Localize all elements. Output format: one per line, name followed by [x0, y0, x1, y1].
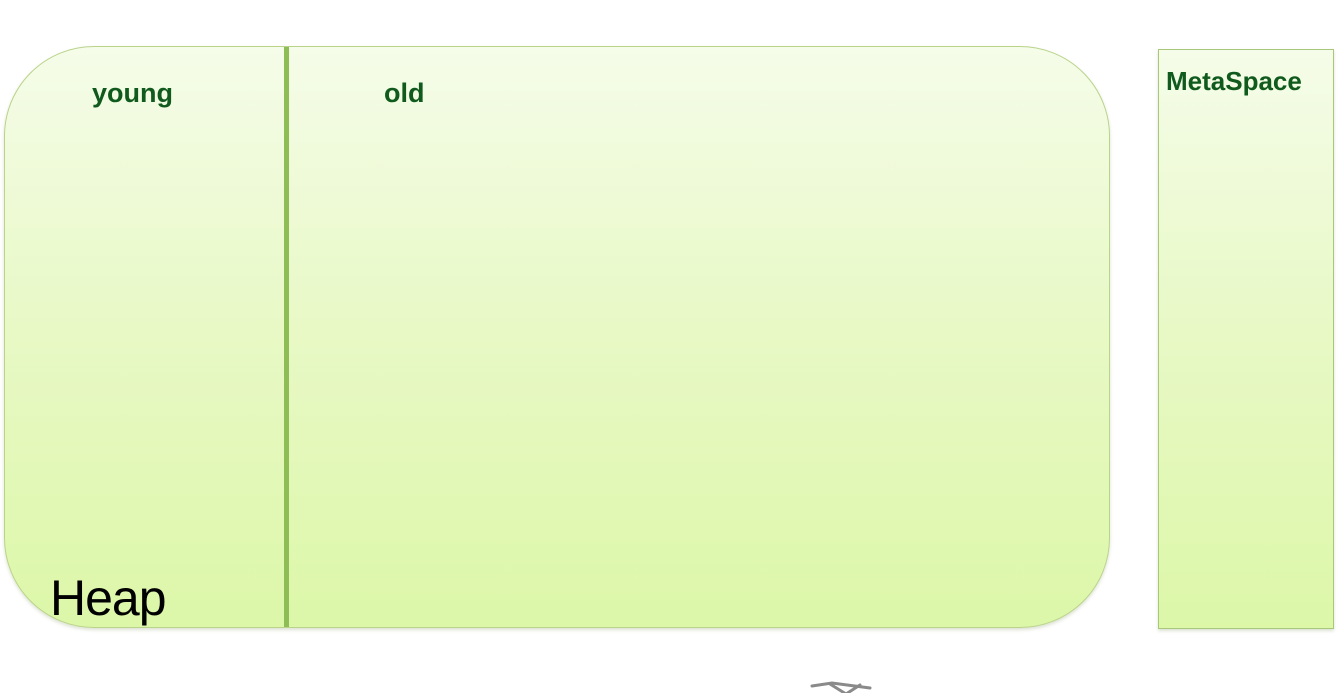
heap-title: Heap: [50, 570, 167, 626]
metaspace-label: MetaSpace: [1166, 66, 1302, 96]
metaspace-region: MetaSpace: [1158, 49, 1334, 629]
young-generation-label: young: [92, 78, 173, 108]
pencil-sketch-icon: [810, 681, 872, 693]
heap-region: young old Heap: [4, 46, 1110, 628]
young-old-divider: [284, 47, 289, 627]
old-generation-label: old: [384, 78, 425, 108]
